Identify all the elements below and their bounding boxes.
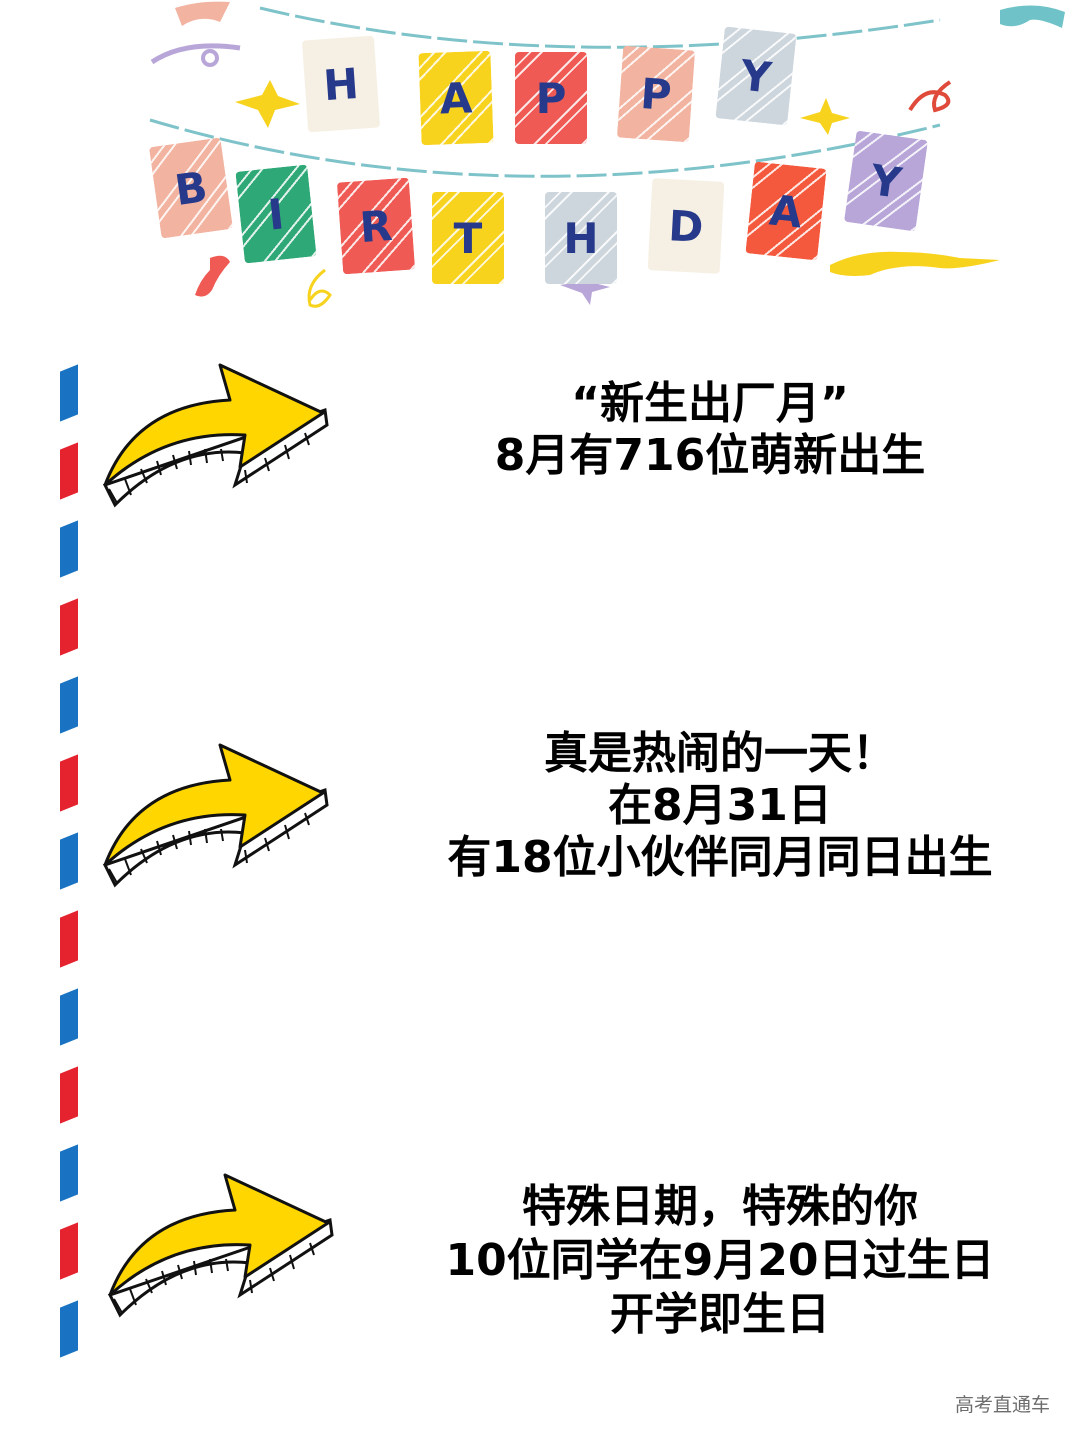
banner-flag: B [148,137,234,239]
stripe-blue [60,1300,78,1358]
banner-flag: Y [843,130,929,232]
stripe-red [60,1066,78,1124]
stripe-red [60,442,78,500]
happy-birthday-banner: H A P P Y B I R T H D A Y [0,0,1080,320]
stripe-red [60,754,78,812]
banner-flag: D [647,178,725,274]
banner-letter: P [638,68,674,120]
arrow-icon-2 [103,743,329,887]
watermark: 高考直通车 [954,1394,1050,1416]
section-line: 有18位小伙伴同月同日出生 [447,832,993,883]
stripe-blue [60,1144,78,1202]
stripe-blue [60,364,78,422]
banner-flag: P [515,52,587,144]
banner-letter: Y [867,154,905,208]
banner-flag: T [432,192,504,284]
banner-flag: I [235,164,317,264]
text-section-busy-day: 真是热闹的一天！ 在8月31日 有18位小伙伴同月同日出生 [380,728,1060,884]
stripe-red [60,910,78,968]
stripe-blue [60,832,78,890]
text-section-new-month: “新生出厂月” 8月有716位萌新出生 [400,378,1020,482]
text-section-special-day: 特殊日期，特殊的你 10位同学在9月20日过生日 开学即生日 [380,1180,1060,1342]
banner-letter: Y [738,50,774,102]
stripe-blue [60,520,78,578]
section-line: 真是热闹的一天！ [544,728,896,779]
stripe-blue [60,676,78,734]
section-line: 10位同学在9月20日过生日 [445,1235,995,1286]
banner-decorations [149,1,1065,308]
banner-letter: H [321,58,361,110]
banner-flag: A [745,161,827,261]
banner-letter: P [535,73,567,123]
section-line: “新生出厂月” [571,378,849,429]
banner-flag: Y [715,26,797,126]
section-line: 开学即生日 [610,1289,830,1340]
banner-letter: T [453,213,483,263]
banner-flag: H [545,192,617,284]
banner-flag: H [301,35,381,133]
section-line: 在8月31日 [608,780,832,831]
section-line: 8月有716位萌新出生 [494,430,926,481]
banner-letter: H [563,213,599,263]
banner-letter: A [767,184,805,238]
banner-letter: A [438,72,474,124]
banner-flag: A [418,50,494,146]
banner-letter: D [667,200,705,252]
banner-letter: R [358,200,394,252]
stripe-red [60,598,78,656]
stripe-red [60,1222,78,1280]
banner-letter: I [265,188,287,240]
section-line: 特殊日期，特殊的你 [522,1181,918,1232]
arrow-icon-3 [108,1173,334,1317]
arrow-icon-1 [102,363,329,508]
banner-flag: R [336,177,416,275]
banner-flag: P [616,45,696,143]
stripe-blue [60,988,78,1046]
banner-letter: B [171,161,211,215]
